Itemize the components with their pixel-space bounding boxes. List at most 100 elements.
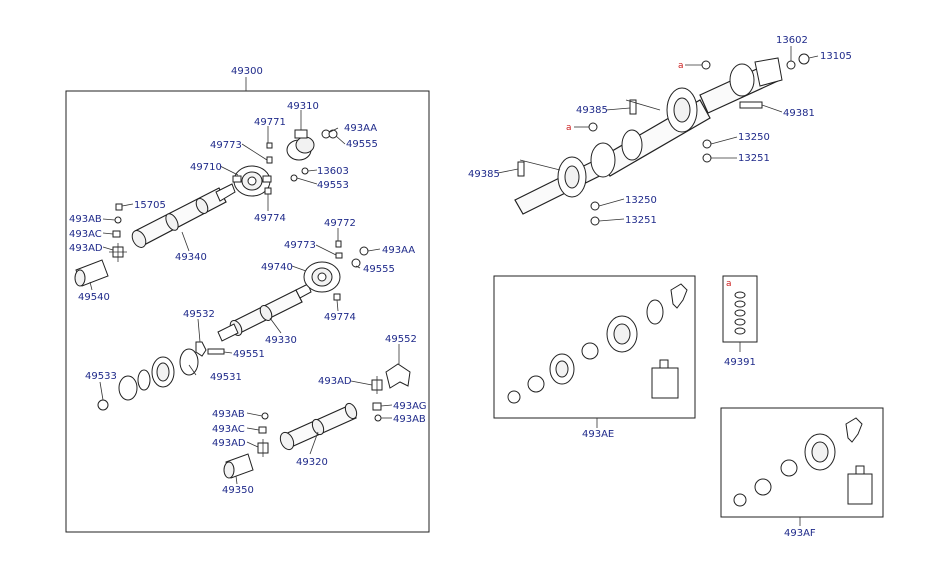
label-49540: 49540 xyxy=(78,292,110,303)
part-49773-upper xyxy=(266,156,273,164)
label-49772: 49772 xyxy=(324,218,356,229)
label-49774-lower: 49774 xyxy=(324,312,356,323)
nut-13105 xyxy=(798,53,810,65)
part-49553 xyxy=(290,174,298,182)
label-49533: 49533 xyxy=(85,371,117,382)
label-13250-lower: 13250 xyxy=(625,195,657,206)
kit-493AF-frame xyxy=(720,407,884,518)
label-49773-upper: 49773 xyxy=(210,140,242,151)
label-493AE: 493AE xyxy=(582,429,614,440)
label-13105: 13105 xyxy=(820,51,852,62)
label-49773-lower: 49773 xyxy=(284,240,316,251)
label-493AC-upper: 493AC xyxy=(69,229,102,240)
label-49555-upper: 49555 xyxy=(346,139,378,150)
label-13602: 13602 xyxy=(776,35,808,46)
bolt-49385-upper xyxy=(629,99,637,115)
kit-493AE-parts xyxy=(507,283,688,404)
leader-lines-left xyxy=(89,110,400,485)
kit-493AF-parts xyxy=(733,417,873,507)
label-49740: 49740 xyxy=(261,262,293,273)
label-13251-lower: 13251 xyxy=(625,215,657,226)
label-13603: 13603 xyxy=(317,166,349,177)
label-49340: 49340 xyxy=(175,252,207,263)
shaft-49320 xyxy=(279,402,358,451)
nut-13251-upper xyxy=(702,153,712,163)
label-49350: 49350 xyxy=(222,485,254,496)
label-49385-lower: 49385 xyxy=(468,169,500,180)
label-49774-upper: 49774 xyxy=(254,213,286,224)
label-13251-upper: 13251 xyxy=(738,153,770,164)
label-493AD-lower: 493AD xyxy=(212,438,246,449)
slip-yoke-49540 xyxy=(74,259,109,287)
kit-493AE-frame xyxy=(493,275,696,419)
part-13603 xyxy=(301,167,309,175)
kit-49391-parts xyxy=(734,291,746,335)
part-49773-lower xyxy=(335,252,343,259)
part-49774-upper xyxy=(264,187,272,195)
assembly-49300-frame xyxy=(65,90,430,533)
part-493AB-rear xyxy=(374,414,382,422)
marker-a-mid: a xyxy=(566,123,572,133)
label-493AB-lower: 493AB xyxy=(212,409,245,420)
spider-493AD-upper xyxy=(109,243,127,262)
label-49330: 49330 xyxy=(265,335,297,346)
part-493AG xyxy=(372,402,382,411)
label-49391: 49391 xyxy=(724,357,756,368)
label-493AF: 493AF xyxy=(784,528,816,539)
washer-13250-lower xyxy=(590,201,600,211)
part-49774-lower xyxy=(333,293,341,301)
bolt-49381 xyxy=(739,101,763,109)
label-13250-upper: 13250 xyxy=(738,132,770,143)
nut-13251-lower xyxy=(590,216,600,226)
label-493AG: 493AG xyxy=(393,401,427,412)
spider-493AD-lower xyxy=(257,439,269,457)
nut-a-top xyxy=(701,60,711,70)
washer-13250-upper xyxy=(702,139,712,149)
cv-joint-49531 xyxy=(118,348,199,401)
label-49381: 49381 xyxy=(783,108,815,119)
spider-493AD-rear xyxy=(371,376,383,394)
part-49771 xyxy=(266,142,273,149)
circlip-49533 xyxy=(97,399,109,411)
label-493AC-lower: 493AC xyxy=(212,424,245,435)
part-493AC-upper xyxy=(112,230,121,238)
washer-13602 xyxy=(786,60,796,70)
flange-yoke-49310 xyxy=(286,129,315,161)
label-49310: 49310 xyxy=(287,101,319,112)
label-49710: 49710 xyxy=(190,162,222,173)
part-49532 xyxy=(195,341,207,357)
label-49300: 49300 xyxy=(231,66,263,77)
bolt-49385-lower xyxy=(517,161,525,177)
bracket-49552 xyxy=(385,363,411,389)
label-493AD-rear: 493AD xyxy=(318,376,352,387)
marker-a-top: a xyxy=(678,61,684,71)
upper-right-driveshaft xyxy=(514,57,783,215)
label-493AB-rear: 493AB xyxy=(393,414,426,425)
part-15705 xyxy=(115,203,123,211)
label-49555-lower: 49555 xyxy=(363,264,395,275)
nut-a-mid xyxy=(588,122,598,132)
marker-a-kit: a xyxy=(726,279,732,289)
part-493AC-lower xyxy=(258,426,267,434)
label-49552: 49552 xyxy=(385,334,417,345)
bolt-49551 xyxy=(207,348,225,355)
label-49532: 49532 xyxy=(183,309,215,320)
center-bearing-49740 xyxy=(303,261,341,293)
label-49553: 49553 xyxy=(317,180,349,191)
part-493AA-lower xyxy=(359,246,369,256)
label-493AB-upper: 493AB xyxy=(69,214,102,225)
label-493AA-lower: 493AA xyxy=(382,245,415,256)
part-493AB-lower xyxy=(261,412,269,420)
center-bearing-49710 xyxy=(232,165,272,197)
label-49771: 49771 xyxy=(254,117,286,128)
shaft-49330 xyxy=(217,283,312,342)
label-49531: 49531 xyxy=(210,372,242,383)
part-49555-lower xyxy=(351,258,361,268)
label-49385-upper: 49385 xyxy=(576,105,608,116)
label-15705: 15705 xyxy=(134,200,166,211)
part-493AB-upper xyxy=(114,216,122,224)
part-49772 xyxy=(335,240,342,248)
leader-lines-right xyxy=(497,46,819,222)
